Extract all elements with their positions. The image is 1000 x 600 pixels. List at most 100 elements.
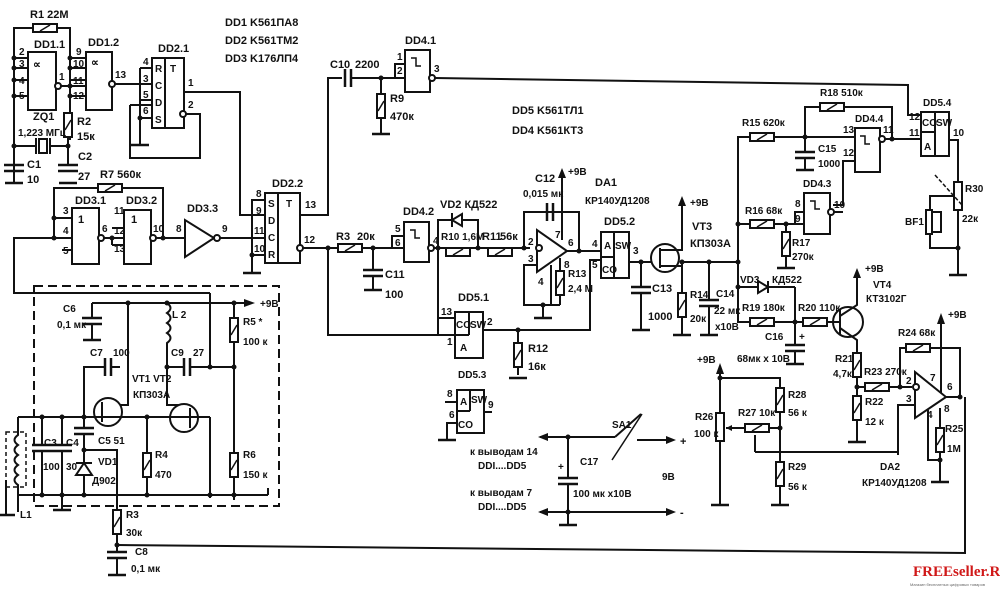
gate-dd4-2	[403, 221, 430, 263]
resistor-r29	[775, 461, 785, 487]
pin: 10	[834, 200, 846, 211]
label-vt3: VT3	[692, 221, 712, 233]
pin: 4	[592, 239, 598, 250]
value-c3: 100	[43, 462, 60, 473]
pin: 9	[76, 47, 82, 58]
switch-sa1[interactable]	[614, 413, 642, 438]
pin: 6	[947, 382, 953, 393]
value-c16: 68мк х 10В	[737, 354, 790, 365]
transistor-vt3	[650, 243, 680, 273]
pin-c: C	[155, 81, 162, 92]
value-vt1-vt2: КП303А	[133, 390, 170, 401]
resistor-r4	[142, 452, 152, 478]
chip-dd3: DD3 K176ЛП4	[225, 53, 299, 65]
gate-dd1-2	[85, 51, 113, 111]
chip-list-1: DD1 K561ПА8 DD2 K561ТМ2 DD3 K176ЛП4 DD5 …	[225, 17, 584, 137]
pin: 3	[143, 74, 149, 85]
label-c8: C8	[135, 547, 148, 558]
watermark: FREEseller.RU Магазин бесплатных цифровы…	[910, 564, 1000, 587]
value-r25: 1М	[947, 444, 961, 455]
pin: 10	[73, 59, 85, 70]
supply-label: +9В	[260, 299, 279, 310]
resistor-r5	[229, 317, 239, 343]
pin-a: A	[604, 241, 611, 252]
label-r12: R12	[528, 343, 548, 355]
value-r3-30k: 30к	[126, 528, 143, 539]
gate-symbol: 1	[78, 214, 84, 226]
label-r4: R4	[155, 450, 168, 461]
pin-a: A	[460, 343, 467, 354]
supply-label: +9В	[697, 355, 716, 366]
label-dd5-2: DD5.2	[604, 216, 635, 228]
capacitor-c10	[343, 67, 353, 89]
battery-voltage: 9В	[662, 472, 675, 483]
pin: 7	[930, 373, 936, 384]
pin: 8	[447, 389, 453, 400]
pin: 6	[395, 238, 401, 249]
pin: 5	[19, 91, 25, 102]
label-r3-30k: R3	[126, 510, 139, 521]
chip-dd1: DD1 K561ПА8	[225, 17, 298, 29]
pin: 11	[73, 76, 84, 87]
diode-vd2	[450, 212, 463, 228]
search-coil-l1	[13, 417, 20, 512]
potentiometer-r26	[715, 412, 725, 442]
label-pin14: к выводам 14	[470, 447, 538, 458]
value-c15: 1000	[818, 159, 841, 170]
value-r9: 470к	[390, 111, 414, 123]
label-vt4: VT4	[873, 280, 892, 291]
value-r3: 20к	[357, 231, 375, 243]
value-r2: 15к	[77, 131, 95, 143]
label-vd1: VD1	[98, 457, 118, 468]
gate-dd3-1	[71, 207, 100, 265]
pin: 2	[188, 100, 194, 111]
pin-s: S	[268, 199, 275, 210]
pin: 12	[304, 235, 316, 246]
pin: 2	[906, 376, 912, 387]
value-r14: 20к	[690, 314, 707, 325]
pin: 6	[143, 106, 149, 117]
capacitor-c11	[361, 268, 385, 278]
capacitor-c2	[56, 163, 80, 173]
pin-s: S	[155, 115, 162, 126]
detector-oscillator-module: +9В C6 0,1 мк L 2 R5 * 100 к C7 100 C9 2…	[0, 285, 280, 577]
label-r30: R30	[965, 184, 984, 195]
pin: 8	[564, 260, 570, 271]
label-vt1-vt2: VT1 VT2	[132, 374, 172, 385]
pin-d: D	[268, 216, 275, 227]
capacitor-c8	[105, 550, 129, 560]
chip-dd4: DD4 K561КТ3	[512, 125, 583, 137]
filter-amplifier-section: R3 20к C11 100 DD4.2 5 6 4 VD2 КД522 R10…	[325, 167, 650, 380]
pin-co: CO	[456, 320, 471, 331]
label-dd5-3: DD5.3	[458, 370, 487, 381]
value-da1: КР140УД1208	[585, 196, 650, 207]
pin: 3	[906, 394, 912, 405]
chip-dd2: DD2 K561ТМ2	[225, 35, 298, 47]
pin-co: CO	[458, 420, 473, 431]
pin: 8	[176, 224, 182, 235]
value-r30: 22к	[962, 214, 979, 225]
pin: 4	[63, 226, 69, 237]
pin: 13	[115, 70, 127, 81]
label-c13: C13	[652, 283, 672, 295]
value-c4: 30	[66, 462, 78, 473]
pin-t: T	[170, 64, 176, 75]
label-r6: R6	[243, 450, 256, 461]
gate-symbol: 1	[131, 214, 137, 226]
label-dd1-1: DD1.1	[34, 39, 65, 51]
label-r18: R18 510к	[820, 88, 864, 99]
label-c5: C5 51	[98, 436, 125, 447]
resistor-r19	[749, 317, 775, 327]
alpha-symbol: ∝	[33, 59, 41, 71]
label-dd4-3: DD4.3	[803, 179, 832, 190]
capacitor-c15	[793, 150, 817, 160]
supply-label: +9В	[865, 264, 884, 275]
gate-dd4-1	[404, 49, 431, 93]
label-r22: R22	[865, 397, 884, 408]
resistor-r7	[97, 183, 123, 193]
pin: 4	[433, 236, 439, 247]
label-r1: R1 22M	[30, 9, 69, 21]
resistor-r22	[852, 395, 862, 421]
pin: 1	[447, 337, 453, 348]
